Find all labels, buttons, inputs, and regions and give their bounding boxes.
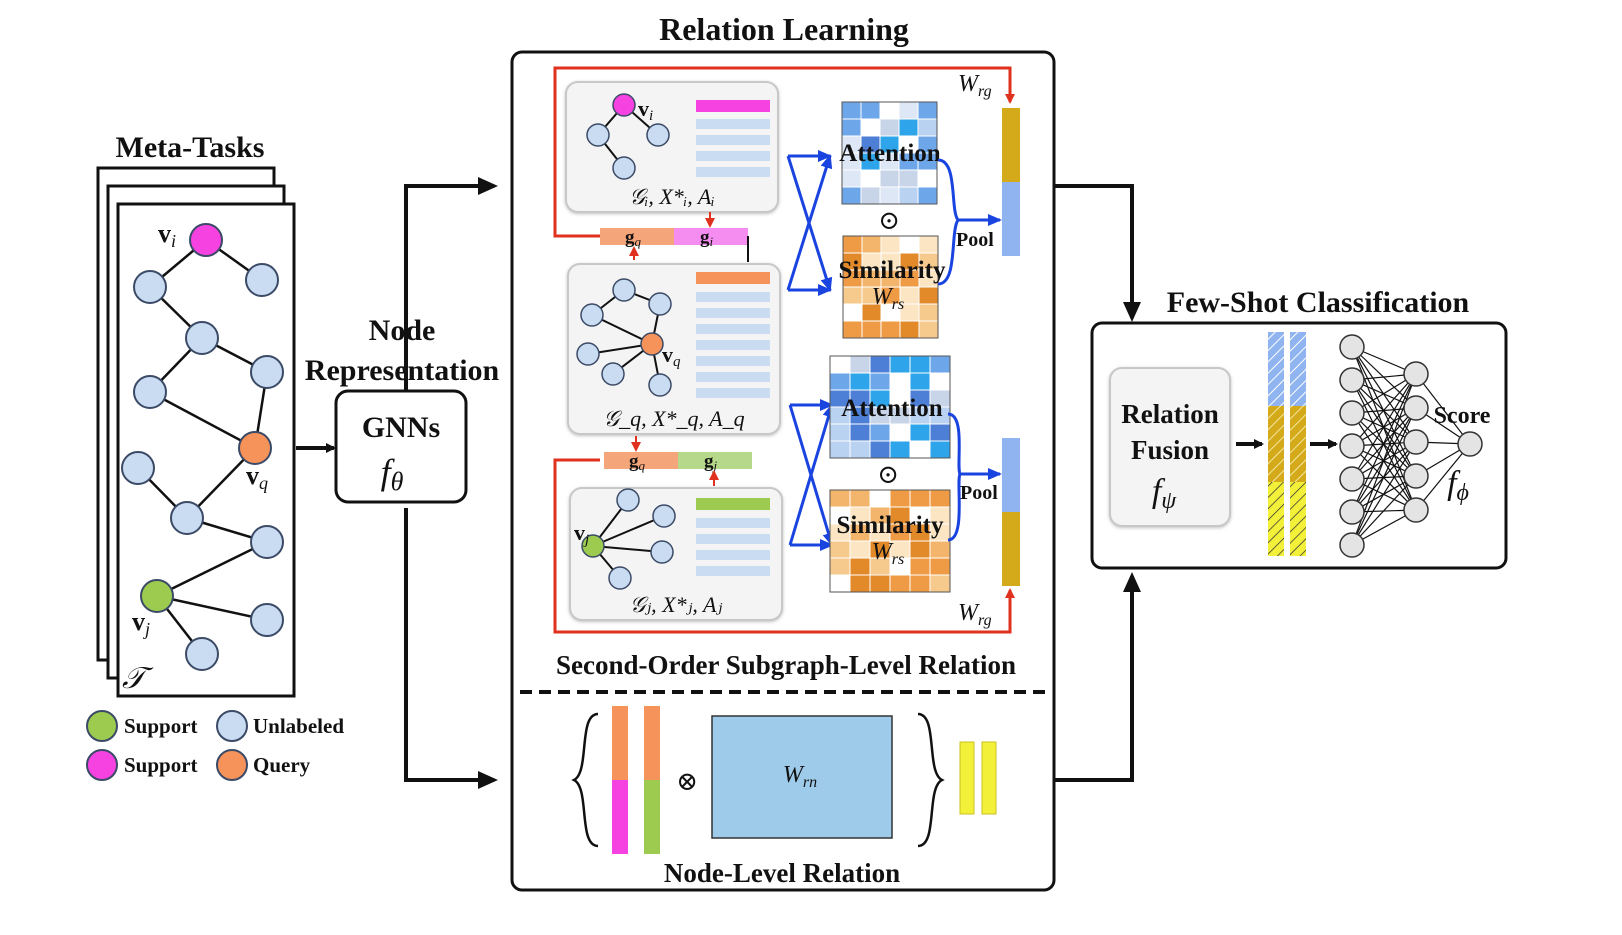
node-unlabeled [133,375,167,409]
similarity-label-top: Similarity [839,257,946,284]
node-unlabeled [170,501,204,535]
wrs-bottom: Wrs [872,539,904,568]
fusion-line2: Fusion [1131,435,1209,465]
label-gj: gj [704,451,718,473]
gnn-name: GNNs [362,411,440,444]
left-brace [571,712,599,848]
subgraph-panel-q: vq 𝒢_q, X*_q, A_q [567,263,781,435]
legend-label: Support [124,714,198,738]
arrow-subgraph-to-classifier [1054,184,1141,322]
node-unlabeled [250,355,284,389]
legend-swatch-support-magenta [86,749,118,781]
node-level-title: Node-Level Relation [664,858,900,888]
legend-label: Query [253,753,311,777]
mlp-classifier [1339,334,1483,558]
node-unlabeled [245,263,279,297]
legend-swatch-unlabeled [216,710,248,742]
relation-learning-title: Relation Learning [659,11,909,47]
legend-swatch-query [216,749,248,781]
node-vq [238,431,272,465]
gnn-box [334,389,468,504]
arrow-gnn-to-node-level [404,508,498,789]
odot-bottom: ⊙ [877,460,899,489]
subgraph-panel-j: vj 𝒢ⱼ, X*ⱼ, Aⱼ [569,487,783,621]
node-vj [140,579,174,613]
wrn-label: Wrn [783,762,817,791]
blue-cross-bottom [788,399,835,551]
legend-swatch-support-green [86,710,118,742]
sub-label-vq: vq [662,342,681,370]
node-unlabeled [185,637,219,671]
node-vi [189,223,223,257]
wrs-top: Wrs [872,284,904,313]
node-representation-title: Node [369,314,436,347]
legend-label: Support [124,753,198,777]
right-brace [917,712,945,848]
odot-top: ⊙ [878,206,900,235]
task-graph-nodes [121,223,284,671]
score-label: Score [1434,403,1491,429]
caption-gj: 𝒢ⱼ, X*ⱼ, Aⱼ [630,592,723,617]
attention-label-bottom: Attention [841,395,942,422]
wrg-top: Wrg [958,71,992,100]
second-order-title: Second-Order Subgraph-Level Relation [556,650,1016,680]
blue-cross-top [786,150,833,296]
fusion-box [1109,367,1231,527]
pooled-bar-bottom [1002,438,1020,586]
node-unlabeled [185,321,219,355]
meta-tasks-title: Meta-Tasks [116,131,265,164]
node-representation-title: Representation [305,354,500,387]
label-gq-top: gq [625,227,642,249]
wrn-matrix [711,715,893,839]
pool-brace-top [937,158,1002,286]
label-gq-bottom: gq [629,451,646,473]
pool-label-top: Pool [956,229,994,251]
pool-label-bottom: Pool [960,482,998,504]
arrow-gnn-to-subgraph [404,177,498,391]
otimes-symbol: ⊗ [676,767,698,796]
label-vi: vi [158,219,176,251]
sub-label-vj: vj [574,520,589,548]
red-loop-bottom [553,458,1015,634]
red-loop-top [553,66,1015,238]
subgraph-panel-i: vi 𝒢ᵢ, X*ᵢ, Aᵢ [565,81,779,213]
sub-label-vi: vi [638,96,653,124]
legend: Support Unlabeled Support Query [86,710,344,781]
attention-label-top: Attention [839,140,940,167]
pooled-bar-top [1002,108,1020,256]
similarity-heatmap-bottom [829,489,951,593]
fused-vectors [1268,332,1306,556]
wrg-bottom: Wrg [958,600,992,629]
legend-label: Unlabeled [253,714,344,738]
attention-heatmap-bottom [829,355,951,459]
embedding-bar-bottom: gq gj [604,451,752,473]
arrow-node-to-classifier [1054,572,1141,782]
node-level-relation: ⊗ Wrn [571,706,997,854]
fusion-line1: Relation [1121,399,1219,429]
node-unlabeled [121,451,155,485]
few-shot-title: Few-Shot Classification [1167,286,1470,319]
label-vj: vj [132,607,150,639]
caption-gq: 𝒢_q, X*_q, A_q [603,406,744,431]
similarity-label-bottom: Similarity [837,512,944,539]
similarity-heatmap-top [842,235,939,339]
node-unlabeled [250,525,284,559]
node-unlabeled [250,603,284,637]
attention-heatmap-top [841,101,938,205]
embedding-bar-top: gq gi [600,227,749,262]
pool-brace-bottom [947,412,1002,542]
caption-gi: 𝒢ᵢ, X*ᵢ, Aᵢ [629,184,715,209]
label-gi: gi [700,227,714,249]
node-unlabeled [133,270,167,304]
label-vq: vq [246,461,268,493]
